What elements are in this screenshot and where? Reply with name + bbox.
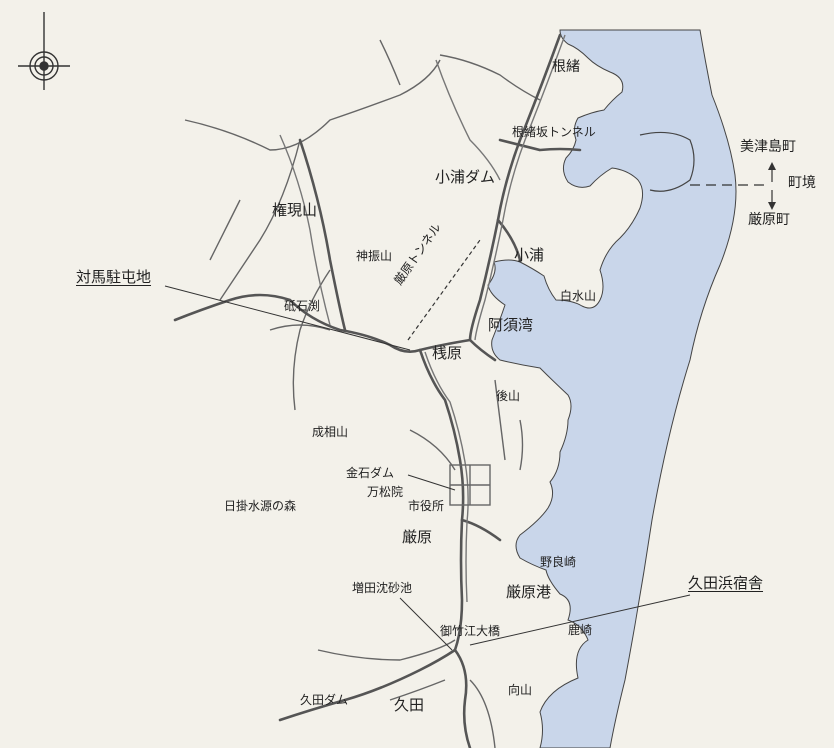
label-kaneishi-dam: 金石ダム	[346, 466, 395, 480]
river-lines	[184, 39, 541, 748]
border-arrowhead-down	[768, 202, 776, 210]
label-nesho-tunnel: 根緒坂トンネル	[512, 125, 596, 139]
label-izuhara: 厳原	[402, 528, 433, 546]
label-banshouin: 万松院	[367, 485, 404, 499]
label-koura: 小浦	[514, 246, 545, 264]
label-mitsushima-town: 美津島町	[740, 139, 796, 155]
label-ushiro-yama: 後山	[496, 389, 521, 403]
label-izuhara-town: 厳原町	[748, 212, 790, 228]
label-otakae-bridge: 御竹江大橋	[440, 624, 501, 638]
label-shika-saki: 鹿崎	[568, 623, 593, 637]
road-lines	[173, 33, 582, 748]
label-nora-saki: 野良崎	[540, 555, 577, 569]
border-arrowhead-up	[768, 162, 776, 170]
label-shiromizu-yama: 白水山	[560, 289, 597, 303]
label-kuta-dam: 久田ダム	[300, 693, 349, 707]
label-kuta: 久田	[394, 696, 425, 714]
road-lines-secondary	[279, 34, 566, 603]
north-arrow-compass-icon	[18, 12, 70, 90]
label-town-border: 町境	[788, 175, 816, 191]
label-gongen-yama: 権現山	[272, 201, 318, 219]
label-toishi-fuchi: 砥石渕	[284, 299, 321, 313]
masuda-leader-line	[399, 597, 453, 651]
label-jouso-yama: 成相山	[312, 425, 349, 439]
kaneishi-leader-line	[407, 474, 456, 491]
urban-grid	[449, 464, 491, 506]
label-city-hall: 市役所	[408, 499, 445, 513]
label-kuta-hama-lodging: 久田浜宿舎	[688, 574, 764, 592]
label-sajikihara: 桟原	[432, 344, 463, 362]
lodging-leader-line	[469, 594, 691, 646]
label-muko-yama: 向山	[508, 683, 533, 697]
label-nesho: 根緒	[552, 59, 580, 75]
label-masuda-basin: 増田沈砂池	[352, 581, 413, 595]
label-koura-dam: 小浦ダム	[435, 168, 496, 186]
label-kamifuri-yama: 神振山	[356, 249, 393, 263]
label-izuhara-port: 厳原港	[506, 583, 552, 601]
label-tsushima-garrison: 対馬駐屯地	[76, 268, 152, 286]
coast-line-north	[639, 131, 695, 192]
label-azu-bay: 阿須湾	[488, 316, 534, 334]
sea-area	[487, 29, 737, 748]
label-hikake-forest: 日掛水源の森	[224, 499, 297, 513]
garrison-leader-line	[164, 285, 411, 351]
